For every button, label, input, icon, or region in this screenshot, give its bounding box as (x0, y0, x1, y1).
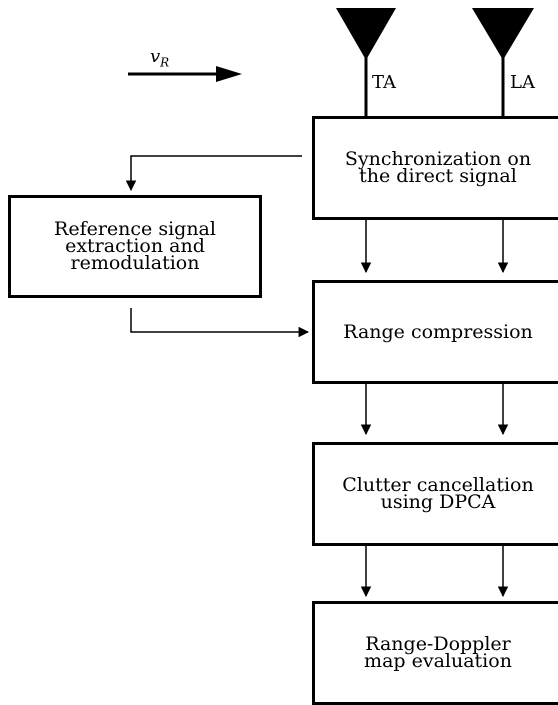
velocity-label: vR (150, 46, 169, 70)
ta-antenna-icon (336, 8, 396, 60)
sync-block: Synchronization on the direct signal (312, 116, 558, 220)
range-doppler-block: Range-Doppler map evaluation (312, 601, 558, 705)
ta-label: TA (372, 72, 397, 93)
range-doppler-block-label: Range-Doppler map evaluation (364, 633, 512, 672)
clutter-cancellation-block-label: Clutter cancellation using DPCA (342, 474, 534, 513)
range-compression-block: Range compression (312, 280, 558, 384)
la-label: LA (510, 72, 535, 93)
sync-to-reference-arrow (125, 155, 302, 192)
reference-block-label: Reference signal extraction and remodula… (54, 218, 216, 274)
clutter-cancellation-block: Clutter cancellation using DPCA (312, 442, 558, 546)
velocity-arrowhead (216, 66, 242, 82)
velocity-subscript: R (160, 55, 170, 70)
sync-block-label: Synchronization on the direct signal (344, 148, 532, 187)
velocity-symbol: v (150, 46, 161, 67)
reference-block: Reference signal extraction and remodula… (8, 195, 262, 298)
la-antenna-icon (472, 8, 534, 60)
reference-to-range-arrow (130, 308, 310, 338)
range-compression-block-label: Range compression (343, 320, 533, 343)
